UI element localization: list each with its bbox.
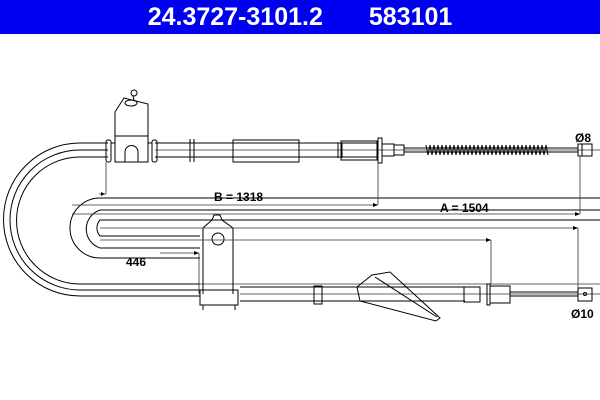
title-bar: 24.3727-3101.2 583101	[0, 0, 600, 34]
upper-diameter-label: Ø8	[575, 131, 591, 145]
upper-mounting-bracket	[105, 89, 158, 163]
reference-number: 583101	[368, 2, 453, 31]
dimension-lines	[72, 156, 581, 294]
lower-end-nipple	[577, 287, 593, 302]
angled-guide-bracket	[356, 271, 441, 322]
lower-mounting-bracket	[199, 214, 239, 310]
dimension-a-label: A = 1504	[440, 201, 489, 215]
dimension-b-label: B = 1318	[214, 190, 263, 204]
dimension-446-label: 446	[126, 255, 146, 269]
lower-diameter-label: Ø10	[571, 307, 594, 321]
cable-technical-drawing: B = 1318 A = 1504 446 Ø8 Ø10	[3, 89, 600, 322]
upper-cable	[3, 137, 600, 297]
lower-cable	[69, 197, 600, 322]
part-number: 24.3727-3101.2	[147, 2, 323, 31]
spring	[425, 144, 549, 156]
upper-end-nipple	[577, 143, 593, 157]
